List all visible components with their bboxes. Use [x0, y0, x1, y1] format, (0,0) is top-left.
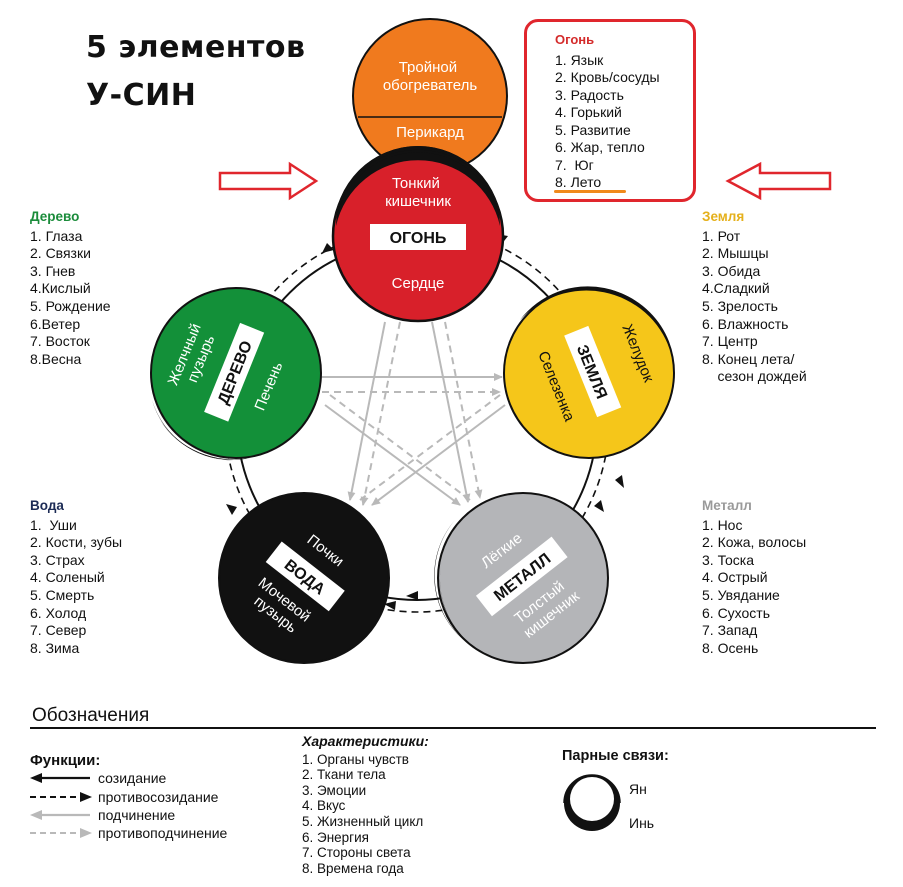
functions-title: Функции:	[30, 752, 101, 769]
list-item: 2. Кровь/сосуды	[555, 69, 660, 85]
list-item: 3. Страх	[30, 551, 85, 568]
list-item: 5. Жизненный цикл	[302, 813, 424, 829]
pairs-yin-label: Инь	[629, 815, 655, 831]
list-item: 6. Энергия	[302, 829, 369, 845]
page-title-line2: У-СИН	[86, 78, 197, 113]
page-title-line1: 5 элементов	[86, 30, 306, 65]
list-item: 8. Времена года	[302, 860, 404, 876]
wood-list-heading: Дерево	[30, 209, 80, 224]
list-item: 1. Рот	[702, 227, 741, 244]
list-item: 1. Язык	[555, 51, 604, 68]
pericardium-label: Перикард	[396, 124, 464, 141]
list-item: 4. Горький	[555, 104, 622, 120]
list-item: 1. Нос	[702, 516, 743, 533]
list-item: 4. Вкус	[302, 798, 346, 814]
function-subjugation: подчинение	[98, 807, 176, 823]
list-item: 3. Обида	[702, 262, 761, 279]
list-item: 6. Холод	[30, 604, 87, 621]
list-item: 1. Органы чувств	[302, 751, 409, 767]
small-intestine-label: Тонкий кишечник	[385, 175, 451, 210]
list-item: 2. Мышцы	[702, 245, 769, 262]
list-item: 8. Лето	[555, 174, 602, 190]
list-item: 4. Острый	[702, 569, 768, 586]
yin-yang-ring-icon	[563, 774, 621, 831]
list-item: 7. Стороны света	[302, 845, 411, 861]
legend-title: Обозначения	[32, 705, 150, 726]
function-counter-generating: противосозидание	[98, 789, 219, 805]
metal-label-box	[475, 536, 568, 617]
list-item: 3. Тоска	[702, 551, 755, 568]
list-item: 7. Запад	[702, 622, 758, 639]
list-item: 4.Сладкий	[702, 280, 770, 297]
list-item: сезон дождей	[702, 368, 807, 385]
legend-divider	[30, 727, 876, 729]
red-arrow-left	[218, 161, 319, 201]
function-counter-subjugation: противоподчинение	[98, 825, 228, 841]
water-label-box	[265, 541, 345, 612]
list-item: 6. Жар, тепло	[555, 139, 645, 155]
characteristics-title: Характеристики:	[302, 733, 429, 749]
list-item: 4. Соленый	[30, 569, 105, 586]
list-item: 3. Гнев	[30, 262, 76, 279]
heart-label: Сердце	[392, 275, 445, 292]
list-item: 2. Кости, зубы	[30, 534, 123, 551]
list-item: 3. Эмоции	[302, 782, 367, 798]
function-generating: созидание	[98, 770, 167, 786]
list-item: 2. Кожа, волосы	[702, 534, 807, 551]
list-item: 8. Конец лета/	[702, 350, 795, 367]
fire-label: ОГОНЬ	[390, 230, 447, 247]
list-item: 7. Центр	[702, 333, 758, 350]
list-item: 8.Весна	[30, 350, 82, 367]
earth-label-box	[564, 325, 622, 418]
list-item: 7. Восток	[30, 333, 90, 350]
list-item: 1. Уши	[30, 516, 77, 533]
list-item: 1. Глаза	[30, 227, 83, 244]
list-item: 2. Связки	[30, 245, 91, 262]
summer-highlight-underline	[554, 190, 626, 193]
pairs-yang-label: Ян	[629, 781, 647, 797]
list-item: 5. Увядание	[702, 586, 780, 603]
earth-list-heading: Земля	[702, 209, 745, 224]
list-item: 6.Ветер	[30, 315, 81, 332]
list-item: 8. Осень	[702, 639, 759, 656]
list-item: 5. Смерть	[30, 586, 95, 603]
list-item: 6. Влажность	[702, 315, 789, 332]
metal-list-heading: Металл	[702, 498, 752, 513]
legend-functions-lines	[30, 773, 92, 838]
list-item: 5. Рождение	[30, 297, 111, 314]
subjugation-star	[322, 321, 506, 506]
list-item: 5. Развитие	[555, 121, 631, 138]
list-item: 4.Кислый	[30, 280, 91, 297]
fire-list-heading: Огонь	[555, 32, 595, 47]
list-item: 3. Радость	[555, 86, 624, 103]
list-item: 6. Сухость	[702, 604, 771, 621]
wood-label-box	[204, 322, 265, 422]
water-list-heading: Вода	[30, 498, 64, 513]
list-item: 2. Ткани тела	[302, 767, 386, 783]
list-item: 7. Север	[30, 622, 87, 639]
list-item: 5. Зрелость	[702, 297, 778, 314]
list-item: 7. Юг	[555, 156, 594, 173]
pairs-title: Парные связи:	[562, 748, 669, 764]
red-arrow-right	[725, 161, 832, 201]
list-item: 8. Зима	[30, 639, 80, 656]
triple-burner-label: Тройной обогреватель	[383, 59, 478, 94]
fire-label-box	[370, 224, 466, 250]
